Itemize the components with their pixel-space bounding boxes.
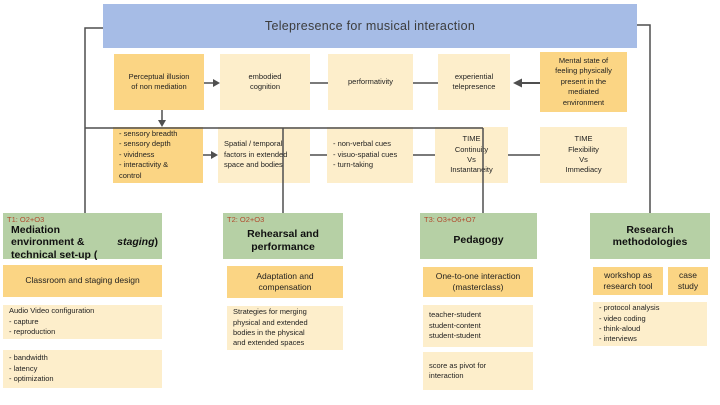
box-interactions: teacher-student student-content student-… xyxy=(423,305,533,347)
theme-title-t2: Rehearsal and performance xyxy=(247,228,319,253)
theme-tag-t2: T2: O2+O3 xyxy=(227,215,265,224)
theme-box-t3: T3: O3+O6+O7 Pedagogy xyxy=(420,213,537,259)
box-methods: - protocol analysis - video coding - thi… xyxy=(593,302,707,346)
box-strategies: Strategies for merging physical and exte… xyxy=(227,306,343,350)
box-cues: - non-verbal cues - visuo-spatial cues -… xyxy=(327,127,413,183)
arrowhead-mental-to-experiential xyxy=(513,78,522,88)
box-classroom-design: Classroom and staging design xyxy=(3,265,162,297)
theme-title-t1-italic: staging xyxy=(117,236,155,249)
box-mental-state: Mental state of feeling physically prese… xyxy=(540,52,627,112)
theme-title-t1: Mediation environment & technical set-up… xyxy=(7,224,158,261)
arrowhead-sensory-to-spatial xyxy=(211,151,218,159)
theme-box-research: Research methodologies xyxy=(590,213,710,259)
title-banner: Telepresence for musical interaction xyxy=(103,4,637,48)
box-workshop: workshop as research tool xyxy=(593,267,663,295)
theme-box-t2: T2: O2+O3 Rehearsal and performance xyxy=(223,213,343,259)
box-performativity: performativity xyxy=(328,54,413,110)
box-time-flexibility: TIME Flexibility Vs Immediacy xyxy=(540,127,627,183)
box-sensory-factors: - sensory breadth - sensory depth - vivi… xyxy=(113,127,203,183)
box-embodied-cognition: embodied cognition xyxy=(220,54,310,110)
box-spatial-temporal: Spatial / temporal factors in extended s… xyxy=(218,127,310,183)
box-adaptation: Adaptation and compensation xyxy=(227,266,343,298)
theme-title-research: Research methodologies xyxy=(612,223,688,248)
connector-banner-to-t1 xyxy=(84,27,103,213)
theme-title-t3: Pedagogy xyxy=(453,234,504,247)
theme-title-t1-close: ) xyxy=(154,236,159,249)
box-experiential-telepresence: experiential telepresence xyxy=(438,54,510,110)
theme-tag-t3: T3: O3+O6+O7 xyxy=(424,215,476,224)
box-av-configuration: Audio Video configuration - capture - re… xyxy=(3,305,162,339)
box-case-study: case study xyxy=(668,267,708,295)
arrowhead-illusion-to-embodied xyxy=(213,79,220,87)
box-one-to-one: One-to-one interaction (masterclass) xyxy=(423,267,533,297)
theme-title-t1-text: Mediation environment & technical set-up… xyxy=(11,224,98,261)
box-network-factors: - bandwidth - latency - optimization xyxy=(3,350,162,388)
theme-box-t1: T1: O2+O3 Mediation environment & techni… xyxy=(3,213,162,261)
theme-tag-t1: T1: O2+O3 xyxy=(7,215,45,224)
box-score-pivot: score as pivot for interaction xyxy=(423,352,533,390)
connector-banner-to-research xyxy=(637,24,651,213)
arrowhead-illusion-to-sensory xyxy=(158,120,166,127)
box-time-continuity: TIME Continuity Vs Instantaneity xyxy=(435,127,508,183)
page-title: Telepresence for musical interaction xyxy=(264,19,476,33)
box-perceptual-illusion: Perceptual illusion of non mediation xyxy=(114,54,204,110)
